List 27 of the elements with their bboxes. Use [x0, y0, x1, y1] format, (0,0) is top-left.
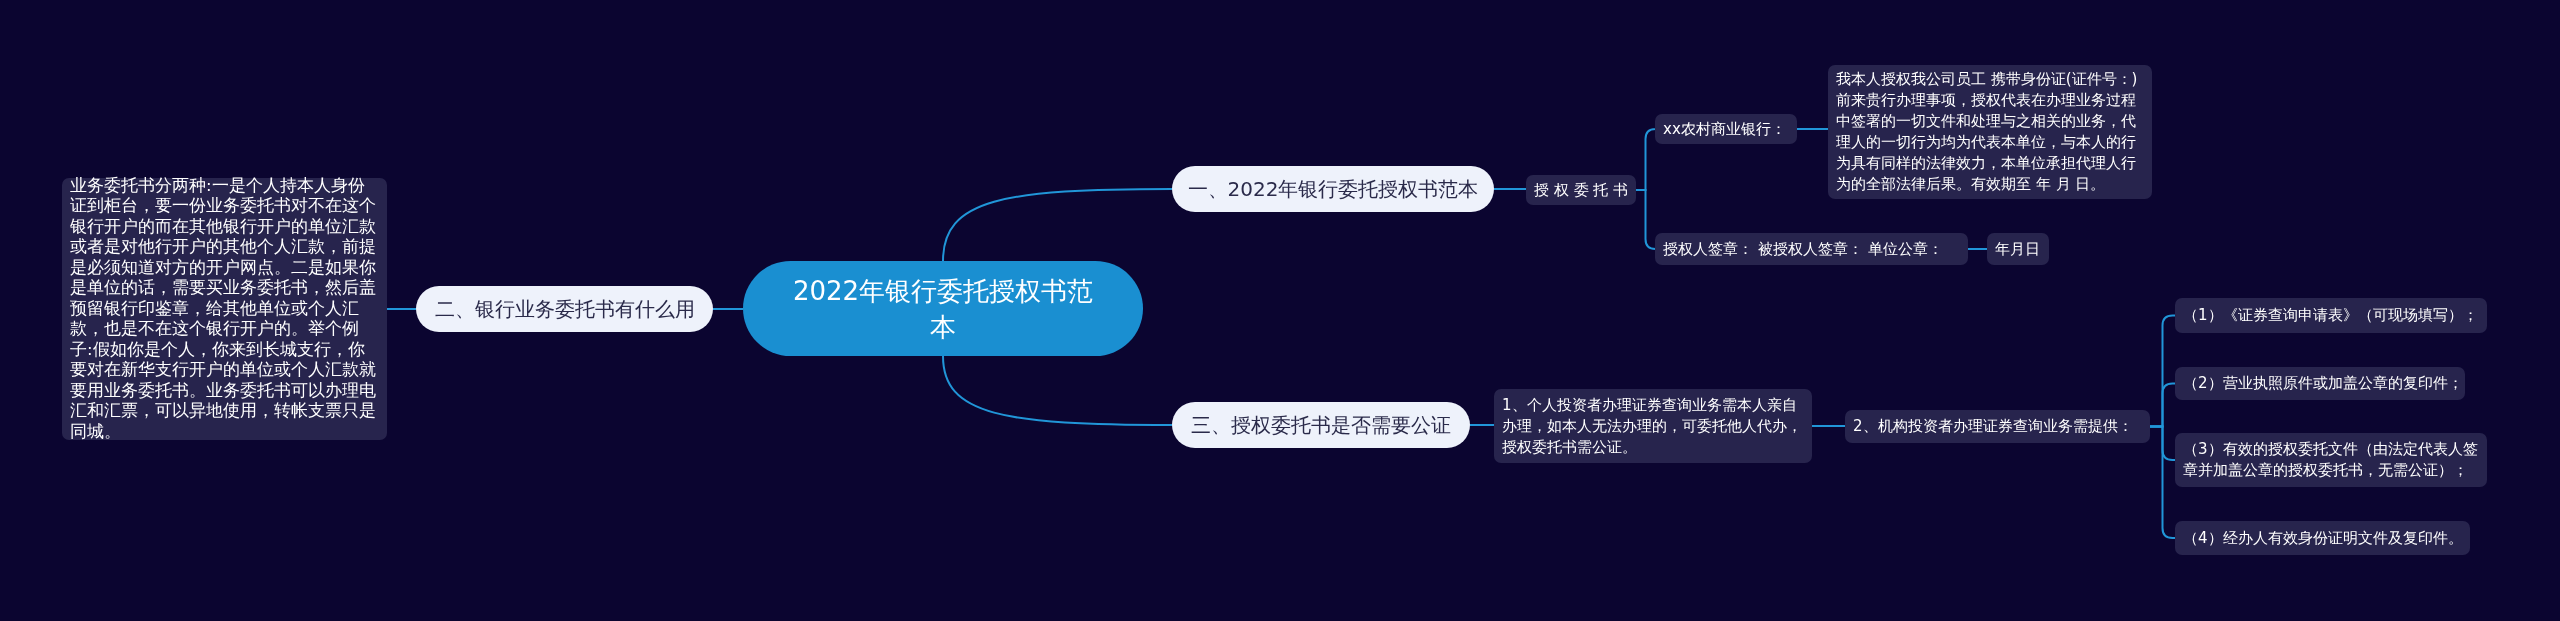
subtopic-box: （2）营业执照原件或加盖公章的复印件； [2175, 367, 2465, 400]
connector-line [1493, 188, 1527, 190]
subtopic-box: （3）有效的授权委托文件（由法定代表人签章并加盖公章的授权委托书，无需公证）； [2175, 433, 2487, 487]
connector-line [2149, 425, 2176, 539]
subtopic-box: 授 权 委 托 书 [1526, 175, 1636, 205]
connector-line [1635, 189, 1657, 250]
connector-line [1811, 425, 1846, 427]
subtopic-box: 授权人签章： 被授权人签章： 单位公章： [1655, 233, 1968, 265]
central-topic: 2022年银行委托授权书范本 [743, 261, 1143, 356]
subtopic-box: （4）经办人有效身份证明文件及复印件。 [2175, 521, 2470, 555]
text-box: 1、个人投资者办理证券查询业务需本人亲自办理，如本人无法办理的，可委托他人代办，授权委托书需公证。 [1494, 389, 1812, 463]
connector-line [942, 188, 1173, 262]
text-box: 我本人授权我公司员工 携带身份证(证件号：)前来贵行办理事项，授权代表在办理业务过程中签署的一切文件和处理与之相关的业务，代理人的一切行为均为代表本单位，与本人的行为具有同样的法律效力，本单位承担代理人行为的全部法律后果。有效期至 年 月 日。 [1828, 65, 2152, 199]
connector-line [386, 308, 417, 310]
subtopic-box: 2、机构投资者办理证券查询业务需提供： [1845, 410, 2150, 443]
topic-box: 二、银行业务委托书有什么用 [416, 286, 713, 332]
connector-line [1967, 248, 1988, 250]
connector-line [942, 355, 1173, 426]
connector-line [1796, 128, 1829, 130]
topic-box: 三、授权委托书是否需要公证 [1172, 402, 1470, 448]
connector-line [712, 308, 744, 310]
subtopic-box: xx农村商业银行： [1655, 114, 1797, 144]
text-box: 业务委托书分两种:一是个人持本人身份证到柜台，要一份业务委托书对不在这个银行开户的而在其他银行开户的单位汇款或者是对他行开户的其他个人汇款，前提是必须知道对方的开户网点。二是如果你是单位的话，需要买业务委托书，然后盖预留银行印鉴章，给其他单位或个人汇款，也是不在这个银行开户的。举个例子:假如你是个人，你来到长城支行，你要对在新华支行开户的单位或个人汇款就要用业务委托书。业务委托书可以办理电汇和汇票，可以异地使用，转帐支票只是同城。 [62, 178, 387, 440]
subtopic-box: 年月日 [1987, 233, 2049, 265]
subtopic-box: （1）《证券查询申请表》（可现场填写）； [2175, 298, 2487, 333]
connector-line [1469, 424, 1495, 426]
topic-box: 一、2022年银行委托授权书范本 [1172, 166, 1494, 212]
